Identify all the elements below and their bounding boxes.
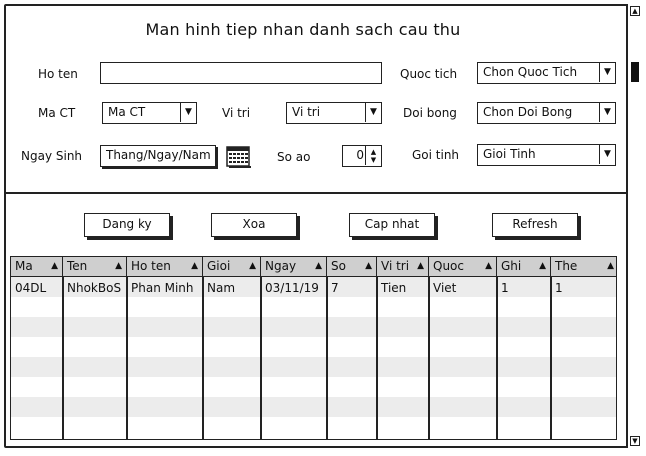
dang-ky-button[interactable]: Dang ky bbox=[84, 213, 170, 237]
table-row[interactable] bbox=[11, 357, 616, 377]
so-ao-value: 0 bbox=[356, 148, 364, 162]
ngay-sinh-input[interactable]: Thang/Ngay/Nam bbox=[100, 145, 216, 167]
page-title: Man hinh tiep nhan danh sach cau thu bbox=[145, 20, 461, 39]
column-header-gioi[interactable]: Gioi▲ bbox=[203, 257, 261, 276]
scroll-up-icon[interactable]: ▲ bbox=[630, 6, 640, 16]
column-divider bbox=[62, 277, 64, 439]
quoc-tich-select[interactable]: Chon Quoc Tich ▼ bbox=[477, 62, 616, 84]
ho-ten-input[interactable] bbox=[100, 62, 382, 84]
chevron-down-icon[interactable]: ▼ bbox=[180, 103, 196, 122]
ma-ct-label: Ma CT bbox=[38, 106, 76, 120]
section-divider bbox=[4, 192, 626, 194]
column-divider bbox=[550, 277, 552, 439]
quoc-tich-label: Quoc tich bbox=[400, 67, 458, 81]
column-divider bbox=[428, 277, 430, 439]
table-row[interactable] bbox=[11, 297, 616, 317]
chevron-down-icon[interactable]: ▼ bbox=[365, 103, 381, 122]
column-header-ngay[interactable]: Ngay▲ bbox=[261, 257, 327, 276]
ma-ct-value: Ma CT bbox=[108, 105, 146, 119]
gioi-tinh-select[interactable]: Gioi Tinh ▼ bbox=[477, 144, 616, 166]
sort-up-icon[interactable]: ▲ bbox=[607, 261, 614, 271]
sort-up-icon[interactable]: ▲ bbox=[191, 261, 198, 271]
vertical-scrollbar[interactable]: ▲ ▼ bbox=[626, 4, 642, 448]
vi-tri-select[interactable]: Vi tri ▼ bbox=[286, 102, 382, 124]
table-header: Ma▲ Ten▲ Ho ten▲ Gioi▲ Ngay▲ So▲ Vi tri▲… bbox=[11, 257, 616, 277]
sort-up-icon[interactable]: ▲ bbox=[115, 261, 122, 271]
column-header-ten[interactable]: Ten▲ bbox=[63, 257, 127, 276]
column-divider bbox=[496, 277, 498, 439]
ho-ten-label: Ho ten bbox=[38, 67, 78, 81]
gioi-tinh-label: Goi tinh bbox=[412, 148, 460, 162]
column-header-ma[interactable]: Ma▲ bbox=[11, 257, 63, 276]
vi-tri-label: Vi tri bbox=[222, 106, 251, 120]
sort-up-icon[interactable]: ▲ bbox=[315, 261, 322, 271]
table-row[interactable] bbox=[11, 417, 616, 437]
column-divider bbox=[376, 277, 378, 439]
column-divider bbox=[260, 277, 262, 439]
chevron-down-icon[interactable]: ▼ bbox=[599, 63, 615, 82]
cell-ho-ten: Phan Minh bbox=[131, 281, 194, 295]
scroll-thumb[interactable] bbox=[631, 62, 639, 82]
so-ao-stepper[interactable]: 0 ▲▼ bbox=[342, 145, 382, 167]
sort-up-icon[interactable]: ▲ bbox=[485, 261, 492, 271]
column-header-quoc[interactable]: Quoc▲ bbox=[429, 257, 497, 276]
column-header-the[interactable]: The▲ bbox=[551, 257, 616, 276]
sort-up-icon[interactable]: ▲ bbox=[51, 261, 58, 271]
column-header-ghi[interactable]: Ghi▲ bbox=[497, 257, 551, 276]
column-header-ho-ten[interactable]: Ho ten▲ bbox=[127, 257, 203, 276]
column-header-so[interactable]: So▲ bbox=[327, 257, 377, 276]
ma-ct-select[interactable]: Ma CT ▼ bbox=[102, 102, 197, 124]
doi-bong-select[interactable]: Chon Doi Bong ▼ bbox=[477, 102, 616, 124]
cell-quoc: Viet bbox=[433, 281, 457, 295]
cell-ngay: 03/11/19 bbox=[265, 281, 319, 295]
ngay-sinh-label: Ngay Sinh bbox=[21, 149, 83, 163]
cell-ghi: 1 bbox=[501, 281, 509, 295]
cell-gioi: Nam bbox=[207, 281, 236, 295]
cell-the: 1 bbox=[555, 281, 563, 295]
quoc-tich-value: Chon Quoc Tich bbox=[483, 65, 578, 79]
so-ao-label: So ao bbox=[277, 150, 311, 164]
cell-vi-tri: Tien bbox=[381, 281, 407, 295]
cell-so: 7 bbox=[331, 281, 339, 295]
cell-ma: 04DL bbox=[15, 281, 47, 295]
gioi-tinh-value: Gioi Tinh bbox=[483, 147, 536, 161]
stepper-arrows-icon[interactable]: ▲▼ bbox=[365, 146, 381, 165]
sort-up-icon[interactable]: ▲ bbox=[539, 261, 546, 271]
table-row[interactable]: 04DL NhokBoS Phan Minh Nam 03/11/19 7 Ti… bbox=[11, 277, 616, 297]
table-row[interactable] bbox=[11, 337, 616, 357]
column-divider bbox=[202, 277, 204, 439]
table-row[interactable] bbox=[11, 397, 616, 417]
cap-nhat-button[interactable]: Cap nhat bbox=[349, 213, 435, 237]
column-divider bbox=[326, 277, 328, 439]
doi-bong-value: Chon Doi Bong bbox=[483, 105, 573, 119]
table-row[interactable] bbox=[11, 317, 616, 337]
column-divider bbox=[126, 277, 128, 439]
chevron-down-icon[interactable]: ▼ bbox=[599, 145, 615, 164]
sort-up-icon[interactable]: ▲ bbox=[417, 261, 424, 271]
players-table: Ma▲ Ten▲ Ho ten▲ Gioi▲ Ngay▲ So▲ Vi tri▲… bbox=[10, 256, 617, 440]
xoa-button[interactable]: Xoa bbox=[211, 213, 297, 237]
calendar-icon[interactable] bbox=[226, 146, 252, 168]
table-row[interactable] bbox=[11, 377, 616, 397]
sort-up-icon[interactable]: ▲ bbox=[365, 261, 372, 271]
refresh-button[interactable]: Refresh bbox=[492, 213, 578, 237]
scroll-down-icon[interactable]: ▼ bbox=[630, 436, 640, 446]
sort-up-icon[interactable]: ▲ bbox=[249, 261, 256, 271]
cell-ten: NhokBoS bbox=[67, 281, 122, 295]
chevron-down-icon[interactable]: ▼ bbox=[599, 103, 615, 122]
column-header-vi-tri[interactable]: Vi tri▲ bbox=[377, 257, 429, 276]
doi-bong-label: Doi bong bbox=[403, 106, 457, 120]
vi-tri-value: Vi tri bbox=[292, 105, 321, 119]
